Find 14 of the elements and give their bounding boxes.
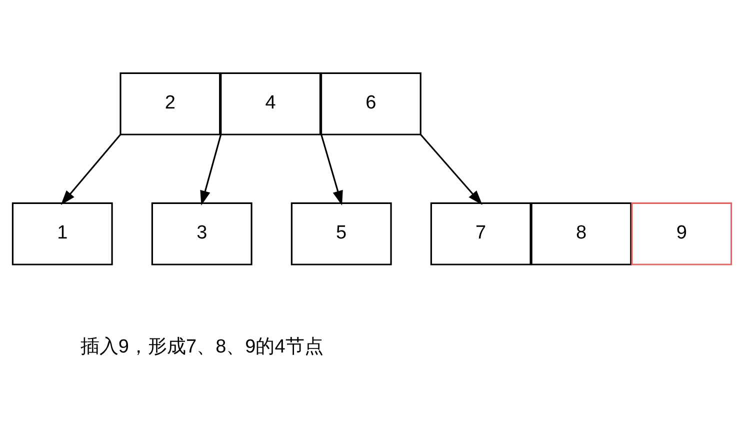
- node-box: 9: [631, 202, 732, 266]
- arrow: [200, 134, 222, 206]
- node-box: 4: [220, 72, 322, 136]
- arrow: [320, 134, 343, 206]
- node-box: 2: [120, 72, 221, 136]
- node-box: 1: [12, 202, 113, 266]
- node-box: 3: [151, 202, 252, 266]
- node-box: 6: [320, 72, 422, 136]
- arrow: [60, 134, 122, 206]
- node-box: 7: [430, 202, 532, 266]
- node-box: 5: [290, 202, 392, 266]
- arrow: [420, 134, 482, 205]
- node-box: 8: [530, 202, 632, 266]
- label: 插入9，形成7、8、9的4节点: [80, 336, 324, 358]
